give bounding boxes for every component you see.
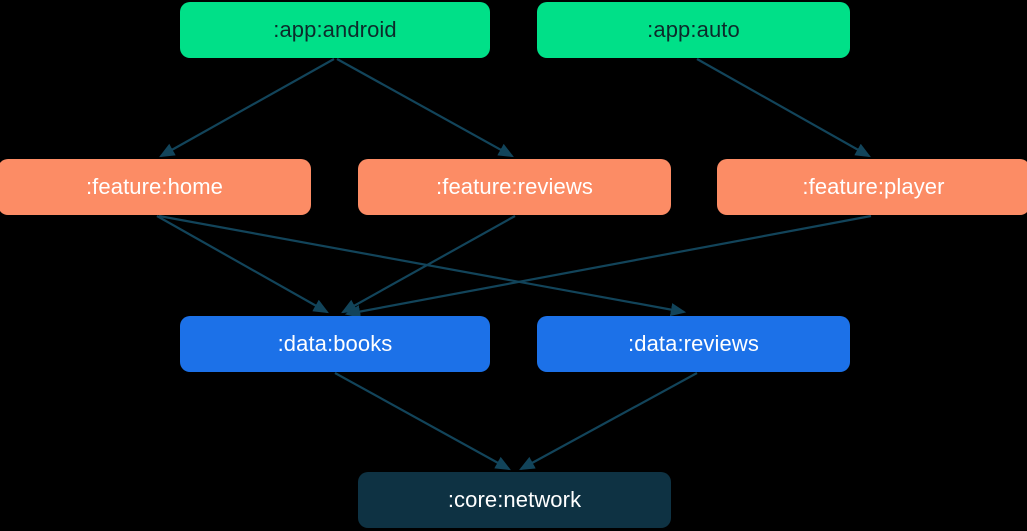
edge-feature-player-to-data-books: [344, 214, 872, 319]
node-label-app-auto: :app:auto: [647, 17, 740, 42]
edge-data-books-to-core-network: [334, 372, 511, 471]
node-data-reviews[interactable]: :data:reviews: [537, 316, 850, 372]
edges-group: [156, 58, 872, 471]
node-label-feature-home: :feature:home: [85, 174, 224, 199]
edge-app-auto-to-feature-player: [696, 58, 871, 158]
edge-feature-reviews-to-data-books: [341, 215, 516, 314]
node-label-data-reviews: :data:reviews: [628, 331, 759, 356]
node-data-books[interactable]: :data:books: [180, 316, 490, 372]
node-label-feature-player: :feature:player: [802, 174, 945, 199]
edge-app-android-to-feature-home: [159, 58, 335, 158]
edge-app-android-to-feature-reviews: [336, 58, 514, 158]
edge-feature-home-to-data-reviews: [158, 214, 687, 317]
node-label-feature-reviews: :feature:reviews: [436, 174, 593, 199]
edge-data-reviews-to-core-network: [519, 372, 698, 471]
node-core-network[interactable]: :core:network: [358, 472, 671, 528]
edge-feature-home-to-data-books: [156, 215, 329, 314]
node-app-android[interactable]: :app:android: [180, 2, 490, 58]
node-feature-home[interactable]: :feature:home: [0, 159, 311, 215]
node-feature-reviews[interactable]: :feature:reviews: [358, 159, 671, 215]
node-label-app-android: :app:android: [273, 17, 397, 42]
node-label-core-network: :core:network: [447, 487, 582, 512]
node-feature-player[interactable]: :feature:player: [717, 159, 1027, 215]
node-app-auto[interactable]: :app:auto: [537, 2, 850, 58]
node-label-data-books: :data:books: [277, 331, 393, 356]
